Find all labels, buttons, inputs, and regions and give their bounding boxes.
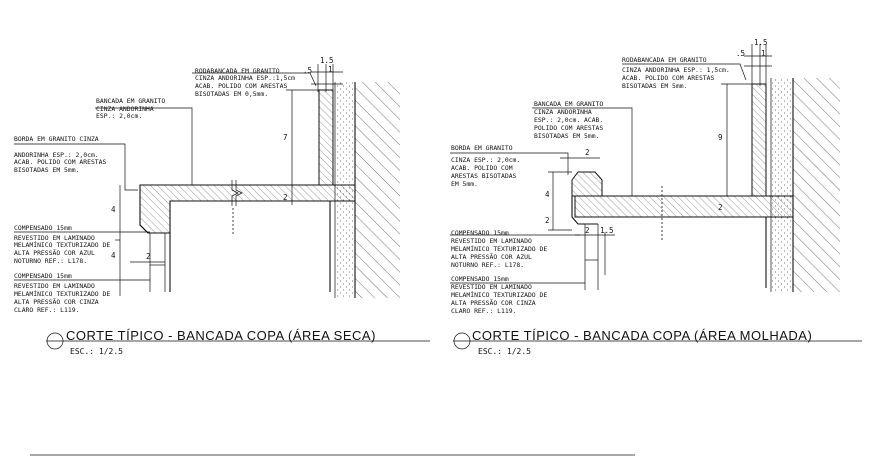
svg-text:ALTA PRESSÃO COR AZUL: ALTA PRESSÃO COR AZUL [14, 248, 95, 257]
right-dim-2c: 2 [585, 226, 590, 235]
svg-text:BORDA EM GRANITO: BORDA EM GRANITO [451, 144, 513, 152]
right-backsplash [751, 83, 767, 197]
right-countertop [574, 195, 794, 218]
svg-text:CINZA ANDORINHA: CINZA ANDORINHA [96, 105, 154, 113]
left-dim-4b: 4 [111, 251, 116, 260]
right-dim-0-5: .5 [736, 49, 745, 58]
svg-text:ESP.: 2,0cm. ACAB.: ESP.: 2,0cm. ACAB. [534, 116, 603, 124]
svg-text:CLARO REF.: L119.: CLARO REF.: L119. [14, 306, 79, 314]
svg-text:MELAMÍNICO TEXTURIZADO DE: MELAMÍNICO TEXTURIZADO DE [451, 244, 547, 253]
svg-text:BORDA EM GRANITO CINZA: BORDA EM GRANITO CINZA [14, 135, 99, 143]
left-title: CORTE TÍPICO - BANCADA COPA (ÁREA SECA) [66, 328, 376, 343]
svg-text:BANCADA EM GRANITO: BANCADA EM GRANITO [534, 100, 603, 108]
svg-text:CINZA ANDORINHA ESP.:1,5cm: CINZA ANDORINHA ESP.:1,5cm [195, 74, 295, 82]
left-note-borda: BORDA EM GRANITO CINZA ANDORINHA ESP.: 2… [14, 135, 106, 174]
right-note-bancada: BANCADA EM GRANITO CINZA ANDORINHA ESP.:… [534, 100, 603, 140]
svg-text:MELAMÍNICO TEXTURIZADO DE: MELAMÍNICO TEXTURIZADO DE [14, 240, 110, 249]
svg-text:CLARO REF.: L119.: CLARO REF.: L119. [451, 307, 516, 315]
right-raised-edge [571, 171, 603, 197]
left-dim-7: 7 [283, 133, 288, 142]
left-note-compensado-1: COMPENSADO 15mm REVESTIDO EM LAMINADO ME… [14, 224, 110, 265]
left-dim-4a: 4 [111, 205, 116, 214]
svg-text:COMPENSADO 15mm: COMPENSADO 15mm [451, 229, 509, 237]
left-dim-0-5: .5 [303, 66, 312, 75]
svg-text:CINZA ANDORINHA ESP.: 1,5cm.: CINZA ANDORINHA ESP.: 1,5cm. [622, 66, 730, 74]
left-dim-2: 2 [283, 193, 288, 202]
right-note-borda: BORDA EM GRANITO CINZA ESP.: 2,0cm. ACAB… [451, 144, 520, 188]
left-dim-1: 1 [328, 65, 333, 74]
right-dim-1: 1 [761, 49, 766, 58]
left-note-bancada: BANCADA EM GRANITO CINZA ANDORINHA ESP.:… [96, 97, 165, 120]
svg-text:MELAMÍNICO TEXTURIZADO DE: MELAMÍNICO TEXTURIZADO DE [451, 290, 547, 299]
right-dim-2-top: 2 [585, 148, 590, 157]
svg-text:MELAMÍNICO TEXTURIZADO DE: MELAMÍNICO TEXTURIZADO DE [14, 289, 110, 298]
left-section-detail [14, 64, 400, 298]
right-dim-1-5: 1.5 [754, 38, 768, 47]
left-backsplash [318, 89, 334, 186]
svg-text:POLIDO COM ARESTAS: POLIDO COM ARESTAS [534, 124, 603, 132]
svg-text:BISOTADAS EM 0,5mm.: BISOTADAS EM 0,5mm. [195, 90, 268, 98]
right-note-compensado-2: COMPENSADO 15mm REVESTIDO EM LAMINADO ME… [451, 275, 547, 315]
right-dim-1-5b: 1.5 [600, 226, 614, 235]
svg-text:BISOTADAS EM 5mm.: BISOTADAS EM 5mm. [534, 132, 599, 140]
svg-text:EM 5mm.: EM 5mm. [451, 180, 478, 188]
left-note-compensado-2: COMPENSADO 15mm REVESTIDO EM LAMINADO ME… [14, 272, 110, 314]
left-note-rodabancada: RODABANCADA EM GRANITO CINZA ANDORINHA E… [195, 67, 295, 98]
right-scale: ESC.: 1/2.5 [478, 347, 531, 356]
svg-text:ESP.: 2,0cm.: ESP.: 2,0cm. [96, 112, 142, 120]
svg-text:ALTA PRESSÃO COR CINZA: ALTA PRESSÃO COR CINZA [451, 298, 536, 307]
svg-text:CINZA ANDORINHA: CINZA ANDORINHA [534, 108, 592, 116]
svg-text:BISOTADAS EM 5mm.: BISOTADAS EM 5mm. [622, 82, 687, 90]
svg-text:REVESTIDO EM LAMINADO: REVESTIDO EM LAMINADO [14, 234, 95, 242]
right-title: CORTE TÍPICO - BANCADA COPA (ÁREA MOLHAD… [472, 328, 812, 343]
right-section-detail [450, 44, 840, 292]
svg-text:CINZA ESP.: 2,0cm.: CINZA ESP.: 2,0cm. [451, 156, 520, 164]
left-dim-1-5: 1.5 [320, 56, 334, 65]
svg-text:COMPENSADO 15mm: COMPENSADO 15mm [451, 275, 509, 283]
svg-text:RODABANCADA EM GRANITO: RODABANCADA EM GRANITO [195, 67, 280, 75]
svg-text:ARESTAS BISOTADAS: ARESTAS BISOTADAS [451, 172, 517, 180]
right-dim-2: 2 [718, 203, 723, 212]
svg-text:ALTA PRESSÃO COR AZUL: ALTA PRESSÃO COR AZUL [451, 252, 532, 261]
svg-text:BISOTADAS EM 5mm.: BISOTADAS EM 5mm. [14, 166, 79, 174]
svg-text:COMPENSADO 15mm: COMPENSADO 15mm [14, 272, 72, 280]
right-dim-9: 9 [718, 133, 723, 142]
right-note-compensado-1: COMPENSADO 15mm REVESTIDO EM LAMINADO ME… [451, 229, 547, 269]
svg-text:COMPENSADO 15mm: COMPENSADO 15mm [14, 224, 72, 232]
right-title-block: CORTE TÍPICO - BANCADA COPA (ÁREA MOLHAD… [453, 328, 862, 356]
svg-text:RODABANCADA EM GRANITO: RODABANCADA EM GRANITO [622, 56, 707, 64]
svg-text:NOTURNO REF.: L178.: NOTURNO REF.: L178. [14, 257, 87, 265]
right-dim-2b: 2 [545, 216, 550, 225]
svg-text:BANCADA EM GRANITO: BANCADA EM GRANITO [96, 97, 165, 105]
svg-text:REVESTIDO EM LAMINADO: REVESTIDO EM LAMINADO [451, 283, 532, 291]
svg-text:ACAB. POLIDO COM ARESTAS: ACAB. POLIDO COM ARESTAS [622, 74, 714, 82]
left-scale: ESC.: 1/2.5 [70, 347, 123, 356]
left-dim-2b: 2 [146, 252, 151, 261]
svg-text:ALTA PRESSÃO COR CINZA: ALTA PRESSÃO COR CINZA [14, 297, 99, 306]
svg-text:ACAB. POLIDO COM ARESTAS: ACAB. POLIDO COM ARESTAS [195, 82, 287, 90]
svg-text:ACAB. POLIDO COM ARESTAS: ACAB. POLIDO COM ARESTAS [14, 158, 106, 166]
svg-text:ACAB. POLIDO COM: ACAB. POLIDO COM [451, 164, 513, 172]
svg-text:REVESTIDO EM LAMINADO: REVESTIDO EM LAMINADO [14, 282, 95, 290]
right-dim-4: 4 [545, 190, 550, 199]
left-title-block: CORTE TÍPICO - BANCADA COPA (ÁREA SECA) … [46, 328, 430, 356]
left-countertop [139, 184, 356, 234]
right-plaster [771, 78, 793, 292]
svg-text:ANDORINHA ESP.: 2,0cm.: ANDORINHA ESP.: 2,0cm. [14, 151, 99, 159]
svg-text:NOTURNO REF.: L178.: NOTURNO REF.: L178. [451, 261, 524, 269]
left-wall-hatch [355, 82, 400, 298]
right-wall-hatch [793, 78, 840, 292]
right-note-rodabancada: RODABANCADA EM GRANITO CINZA ANDORINHA E… [622, 56, 730, 90]
svg-text:REVESTIDO EM LAMINADO: REVESTIDO EM LAMINADO [451, 237, 532, 245]
